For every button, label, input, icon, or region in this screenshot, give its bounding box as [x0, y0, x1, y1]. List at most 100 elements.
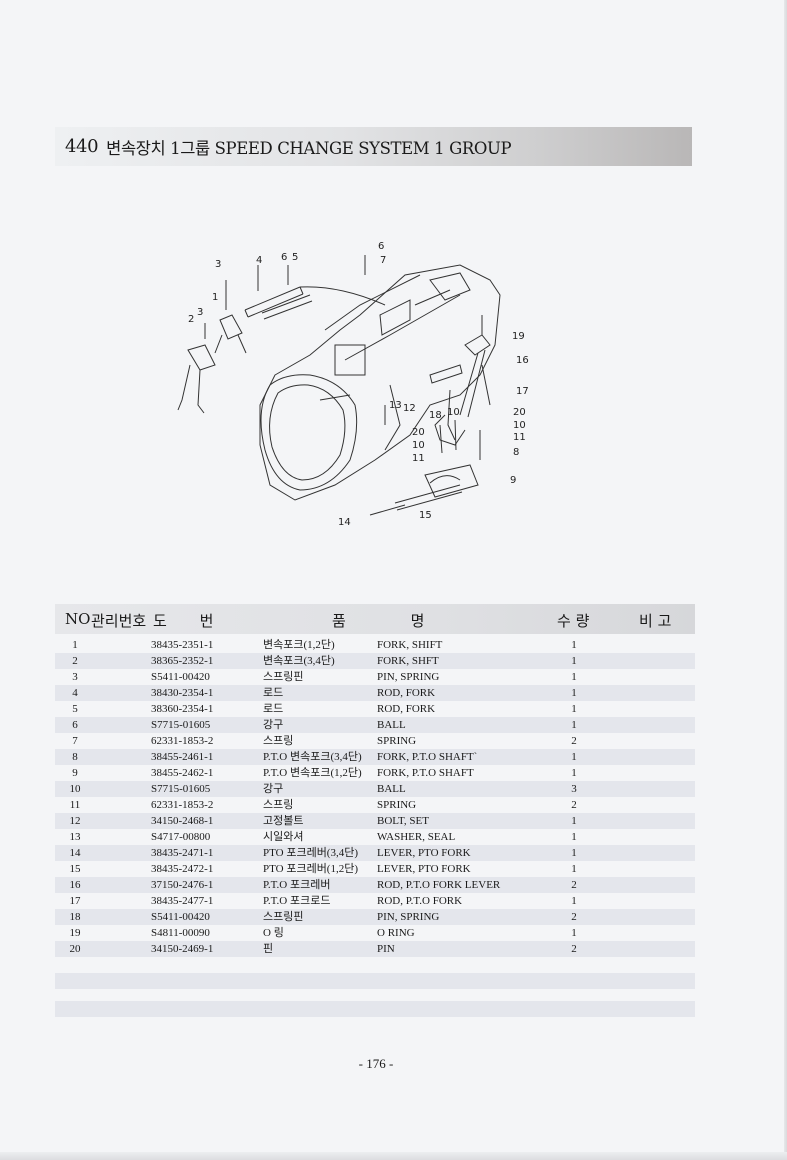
part-number: S4717-00800 — [151, 831, 211, 843]
korean-name: P.T.O 포크레버 — [263, 879, 331, 891]
quantity: 2 — [571, 943, 577, 955]
row-no: 3 — [72, 671, 78, 683]
quantity: 1 — [571, 751, 577, 763]
quantity: 1 — [571, 927, 577, 939]
callout-2: 2 — [188, 314, 194, 325]
callout-17: 15 — [419, 510, 432, 521]
korean-name: 스프링핀 — [263, 911, 304, 923]
quantity: 1 — [571, 655, 577, 667]
callout-7: 6 — [378, 241, 384, 252]
korean-name: P.T.O 포크로드 — [263, 895, 331, 907]
part-number: 38455-2462-1 — [151, 767, 214, 779]
quantity: 3 — [571, 783, 577, 795]
english-name: FORK, SHIFT — [377, 639, 443, 651]
english-name: PIN, SPRING — [377, 671, 440, 683]
header-qty: 수 량 — [557, 612, 590, 630]
english-name: ROD, FORK — [377, 703, 436, 715]
korean-name: 변속포크(3,4단) — [263, 655, 335, 667]
korean-name: P.T.O 변속포크(1,2단) — [263, 767, 362, 779]
quantity: 1 — [571, 767, 577, 779]
callout-3-top: 3 — [215, 259, 221, 270]
part-number: 34150-2468-1 — [151, 815, 214, 827]
section-title: 변속장치 1그룹 SPEED CHANGE SYSTEM 1 GROUP — [106, 138, 512, 158]
section-title-bar: 440 변속장치 1그룹 SPEED CHANGE SYSTEM 1 GROUP — [55, 127, 692, 166]
korean-name: 변속포크(1,2단) — [263, 639, 335, 651]
row-no: 17 — [69, 895, 81, 907]
korean-name: P.T.O 변속포크(3,4단) — [263, 751, 362, 763]
part-number: 62331-1853-2 — [151, 799, 214, 811]
callout-10-left: 10 — [412, 440, 425, 451]
callout-5: 5 — [292, 252, 298, 263]
quantity: 1 — [571, 895, 577, 907]
callout-10-right: 10 — [513, 420, 526, 431]
row-no: 11 — [69, 799, 81, 811]
table-empty-band — [55, 973, 695, 989]
korean-name: 시일와셔 — [263, 831, 304, 843]
callout-6-right: 7 — [380, 255, 386, 266]
part-number: 37150-2476-1 — [151, 879, 214, 891]
english-name: BALL — [377, 719, 406, 731]
english-name: LEVER, PTO FORK — [377, 847, 471, 859]
callout-1: 1 — [212, 292, 218, 303]
part-number: 38435-2477-1 — [151, 895, 214, 907]
english-name: BOLT, SET — [377, 815, 429, 827]
english-name: O RING — [377, 927, 415, 939]
table-empty-band — [55, 1001, 695, 1017]
page-edge — [784, 0, 787, 1160]
row-no: 20 — [69, 943, 81, 955]
part-number: 38430-2354-1 — [151, 687, 214, 699]
korean-name: 스프링핀 — [263, 671, 304, 683]
quantity: 1 — [571, 815, 577, 827]
korean-name: 로드 — [263, 703, 284, 715]
english-name: LEVER, PTO FORK — [377, 863, 471, 875]
quantity: 2 — [571, 799, 577, 811]
english-name: SPRING — [377, 799, 417, 811]
row-no: 5 — [72, 703, 78, 715]
header-mgmt-no: 관리번호 — [91, 612, 147, 630]
callout-19: 14 — [338, 517, 351, 528]
english-name: PIN, SPRING — [377, 911, 440, 923]
row-no: 7 — [72, 735, 78, 747]
korean-name: 로드 — [263, 687, 284, 699]
korean-name: 핀 — [263, 943, 274, 955]
part-number: 38435-2472-1 — [151, 863, 214, 875]
korean-name: O 링 — [263, 927, 284, 939]
row-no: 8 — [72, 751, 78, 763]
english-name: ROD, P.T.O FORK — [377, 895, 463, 907]
table-row: 17 38435-2477-1 P.T.O 포크로드 ROD, P.T.O FORK 1 — [55, 893, 695, 909]
korean-name: 강구 — [263, 783, 284, 795]
korean-name: 스프링 — [263, 799, 294, 811]
exploded-parts-diagram: 3 4 6 5 6 7 1 2 3 19 16 17 13 12 18 10 2… — [160, 235, 540, 545]
part-number: 38435-2471-1 — [151, 847, 214, 859]
part-number: 38455-2461-1 — [151, 751, 214, 763]
row-no: 1 — [72, 639, 78, 651]
quantity: 1 — [571, 847, 577, 859]
quantity: 1 — [571, 687, 577, 699]
callout-13: 13 — [389, 400, 402, 411]
parts-diagram-svg: 3 4 6 5 6 7 1 2 3 19 16 17 13 12 18 10 2… — [177, 241, 529, 528]
english-name: ROD, P.T.O FORK LEVER — [377, 879, 501, 891]
header-name: 품 명 — [332, 612, 425, 630]
english-name: PIN — [377, 943, 395, 955]
english-name: FORK, SHFT — [377, 655, 439, 667]
part-number: S5411-00420 — [151, 911, 210, 923]
quantity: 1 — [571, 639, 577, 651]
callout-14: 16 — [516, 355, 529, 366]
part-number: 38365-2352-1 — [151, 655, 214, 667]
row-no: 2 — [72, 655, 78, 667]
callout-20-left: 20 — [412, 427, 425, 438]
row-no: 4 — [72, 687, 78, 699]
part-number: S7715-01605 — [151, 719, 211, 731]
